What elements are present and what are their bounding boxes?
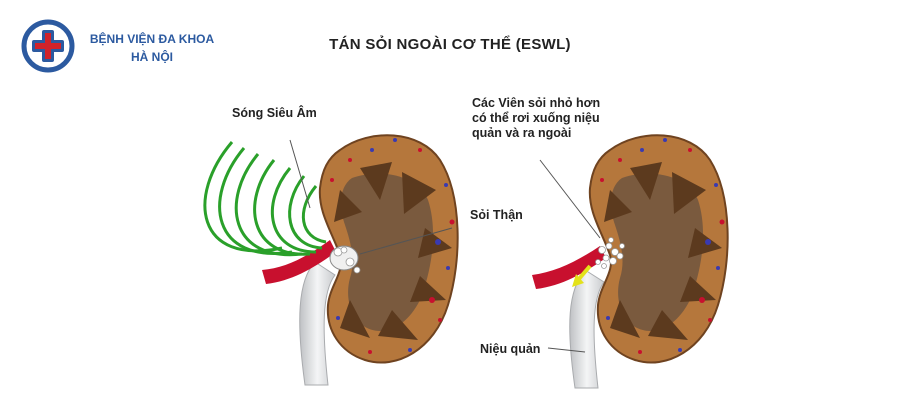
right-pyramid (648, 310, 688, 340)
hospital-name-line2: HÀ NỘI (131, 50, 173, 64)
ultrasound-leader-line (289, 139, 311, 209)
right-pyramid (688, 228, 722, 258)
right-pyramid (672, 172, 706, 214)
ultrasound-waves (203, 141, 327, 257)
right-kidney (532, 134, 729, 389)
right-pyramid (680, 276, 716, 302)
right-pyramid (604, 190, 632, 222)
ultrasound-label: Sóng Siêu Âm (232, 106, 317, 120)
left-pyramid (334, 190, 362, 222)
ureter-label: Niệu quản (480, 342, 541, 356)
left-vessel-dots (330, 138, 455, 354)
medical-cross-icon (21, 19, 75, 73)
page-title: TÁN SỎI NGOÀI CƠ THỂ (ESWL) (329, 36, 571, 53)
small-stones-line1: Các Viên sỏi nhỏ hơn (472, 96, 601, 110)
stone-leader-line (359, 227, 453, 255)
left-pyramid (360, 162, 392, 200)
left-artery (262, 240, 336, 284)
left-ureter (299, 261, 336, 386)
left-pyramid (402, 172, 436, 214)
kidney-stone-label: Sỏi Thận (470, 208, 523, 222)
right-pyramid (630, 162, 662, 200)
fragments-leader-line (539, 159, 601, 239)
right-artery (532, 246, 606, 289)
left-kidney (203, 134, 459, 386)
left-pyramid (378, 310, 418, 340)
left-pyramid (410, 276, 446, 302)
hospital-logo: BỆNH VIỆN ĐA KHOA HÀ NỘI (20, 18, 220, 78)
right-renal-sinus (610, 173, 704, 332)
hospital-name-line1: BỆNH VIỆN ĐA KHOA (89, 32, 215, 46)
right-ureter (569, 269, 605, 389)
right-pyramid (610, 300, 640, 338)
down-arrow-icon (572, 264, 592, 287)
left-pyramid (340, 300, 370, 338)
small-stones-label: Các Viên sỏi nhỏ hơn có thể rơi xuống ni… (472, 96, 600, 141)
right-vessel-dots (600, 138, 725, 354)
hospital-name: BỆNH VIỆN ĐA KHOA HÀ NỘI (82, 30, 222, 66)
small-stones-line2: có thể rơi xuống niệu (472, 111, 600, 125)
stone-fragments (595, 237, 625, 269)
small-stones-line3: quản và ra ngoài (472, 126, 572, 140)
left-kidney-stone (329, 245, 361, 274)
ureter-leader-line (547, 347, 586, 353)
left-renal-sinus (340, 173, 434, 332)
